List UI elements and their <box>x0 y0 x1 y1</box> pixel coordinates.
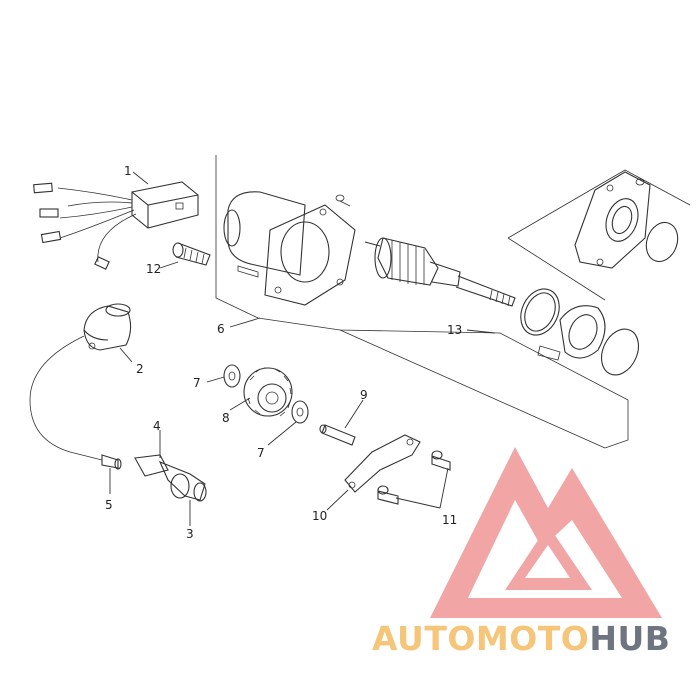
watermark-triangle-inner <box>505 525 592 590</box>
part-7-8-gear-washers <box>223 364 309 424</box>
part-13-rings <box>520 288 639 376</box>
label-3: 3 <box>186 527 194 541</box>
label-10: 10 <box>312 509 327 523</box>
label-4: 4 <box>153 419 161 433</box>
leader-lines <box>109 171 496 526</box>
part-12-bolt <box>172 242 211 266</box>
part-9-pin <box>319 424 356 446</box>
svg-text:AUTOMOTOHUB: AUTOMOTOHUB <box>372 619 670 658</box>
watermark-text: AUTOMOTOHUB <box>372 619 670 658</box>
part-2-ignition-coil <box>29 303 132 470</box>
part-10-bracket <box>344 434 421 493</box>
label-7b: 7 <box>257 446 265 460</box>
label-5: 5 <box>105 498 113 512</box>
assembly-frame <box>215 155 691 449</box>
callouts: 1 2 3 4 5 6 7 7 8 9 10 11 12 13 <box>105 164 462 541</box>
label-6: 6 <box>217 322 225 336</box>
part-1-cdi-unit <box>33 181 199 270</box>
label-1: 1 <box>124 164 132 178</box>
label-9: 9 <box>360 388 368 402</box>
label-11: 11 <box>442 513 457 527</box>
watermark-text-auto: AUTO <box>372 619 476 658</box>
part-11-bolts <box>377 450 451 505</box>
watermark-text-hub: HUB <box>589 619 670 658</box>
watermark-text-moto: MOTO <box>476 619 589 658</box>
label-2: 2 <box>136 362 144 376</box>
label-13: 13 <box>447 323 462 337</box>
end-cover <box>574 171 679 269</box>
label-7a: 7 <box>193 376 201 390</box>
label-8: 8 <box>222 411 230 425</box>
watermark-logo <box>430 447 662 618</box>
label-12: 12 <box>146 262 161 276</box>
armature <box>364 237 516 307</box>
part-3-4-plug-cap <box>134 454 207 502</box>
part-6-starter-motor <box>223 191 356 306</box>
